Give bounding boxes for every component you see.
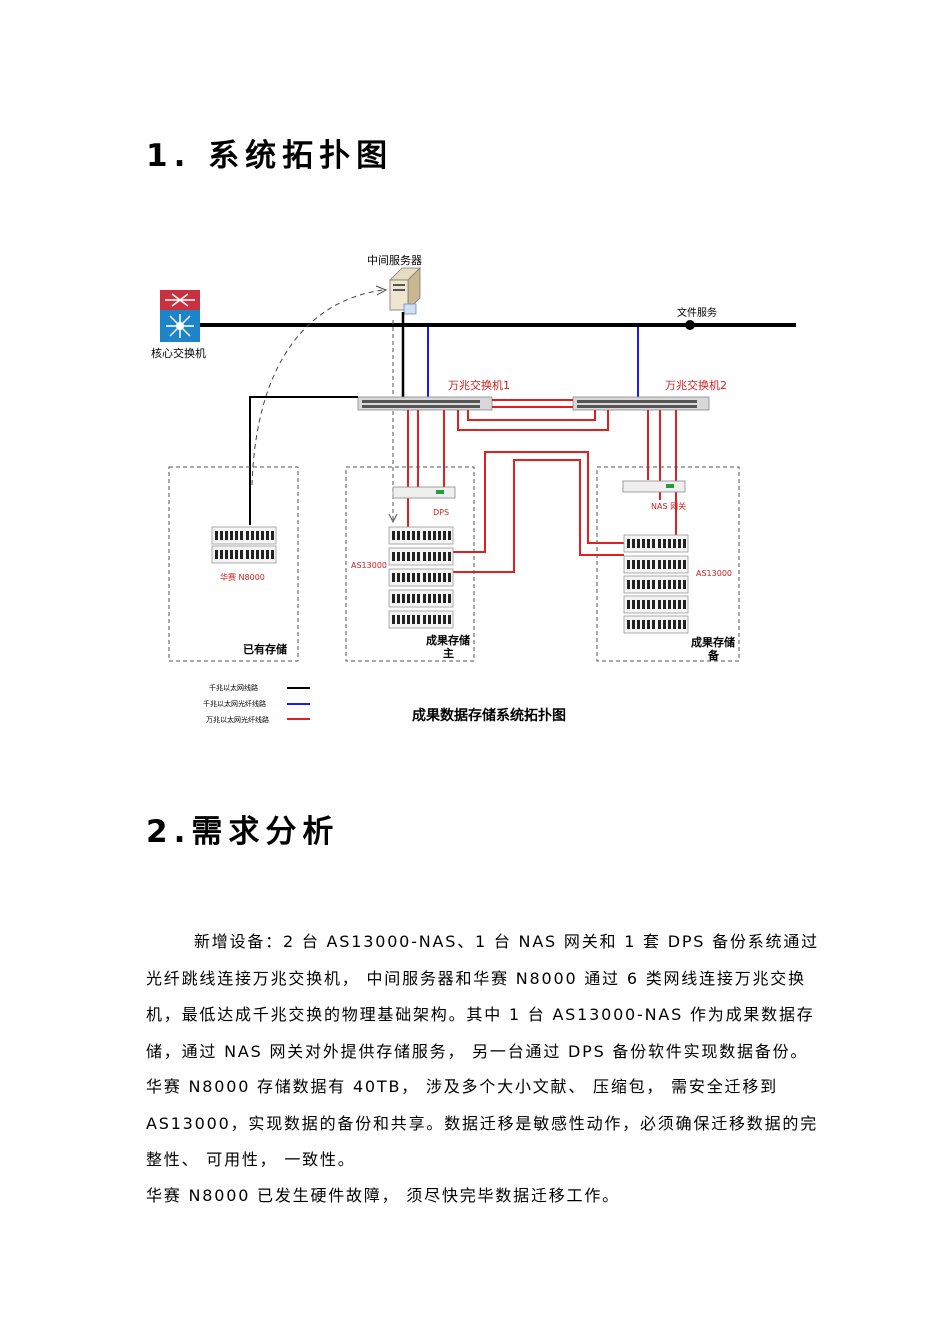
paragraph-migration: 华赛 N8000 存储数据有 40TB， 涉及多个大小文献、 压缩包， 需安全迁… xyxy=(146,1077,819,1169)
nas-gateway-device xyxy=(622,480,686,493)
result-backup-label-1: 成果存储 xyxy=(691,635,735,649)
file-service-label: 文件服务 xyxy=(677,306,717,319)
switch-2 xyxy=(572,396,710,411)
result-main-label-2: 主 xyxy=(443,646,454,660)
dps-device xyxy=(392,486,456,499)
as13000-left-label: AS13000 xyxy=(351,561,387,570)
diagram-caption: 成果数据存储系统拓扑图 xyxy=(412,707,566,724)
switch-1 xyxy=(357,396,493,411)
topology-diagram: 文件服务 核心交换机 中间服务器 万兆交换机1 万兆交换机2 xyxy=(151,254,796,724)
ten-gigabit-links xyxy=(407,399,677,573)
server-icon xyxy=(389,267,421,315)
paragraph-new-devices: 新增设备：2 台 AS13000-NAS、1 台 NAS 网关和 1 套 DPS… xyxy=(146,932,819,1061)
migration-path-arrow xyxy=(251,289,384,486)
existing-storage-box xyxy=(168,466,299,662)
legend: 千兆以太网线路 千兆以太网光纤线路 万兆以太网光纤线路 xyxy=(203,683,310,724)
as13000-right-label: AS13000 xyxy=(696,569,732,578)
core-switch-icon xyxy=(160,290,200,342)
file-service-node xyxy=(685,320,695,330)
dps-label: DPS xyxy=(433,508,449,517)
switch-1-label: 万兆交换机1 xyxy=(448,378,510,392)
result-main-box xyxy=(345,466,475,662)
existing-storage-label: 已有存储 xyxy=(243,642,287,656)
huasai-label: 华赛 N8000 xyxy=(220,572,265,582)
section-1-heading: 1. 系统拓扑图 xyxy=(146,138,394,174)
result-backup-label-2: 备 xyxy=(707,648,720,662)
result-main-label-1: 成果存储 xyxy=(426,633,470,647)
switch-2-label: 万兆交换机2 xyxy=(665,378,727,392)
legend-label-gigabit: 千兆以太网线路 xyxy=(209,683,258,692)
legend-label-10g-fiber: 万兆以太网光纤线路 xyxy=(206,715,269,724)
core-switch-label: 核心交换机 xyxy=(151,346,206,360)
paragraph-hardware-fault: 华赛 N8000 已发生硬件故障， 须尽快完毕数据迁移工作。 xyxy=(146,1186,620,1205)
middle-server-label: 中间服务器 xyxy=(367,254,422,267)
section-2-heading: 2.需求分析 xyxy=(146,814,340,850)
nas-gateway-label: NAS 网关 xyxy=(651,501,686,511)
legend-label-gigabit-fiber: 千兆以太网光纤线路 xyxy=(203,699,266,708)
result-backup-box xyxy=(596,466,740,662)
